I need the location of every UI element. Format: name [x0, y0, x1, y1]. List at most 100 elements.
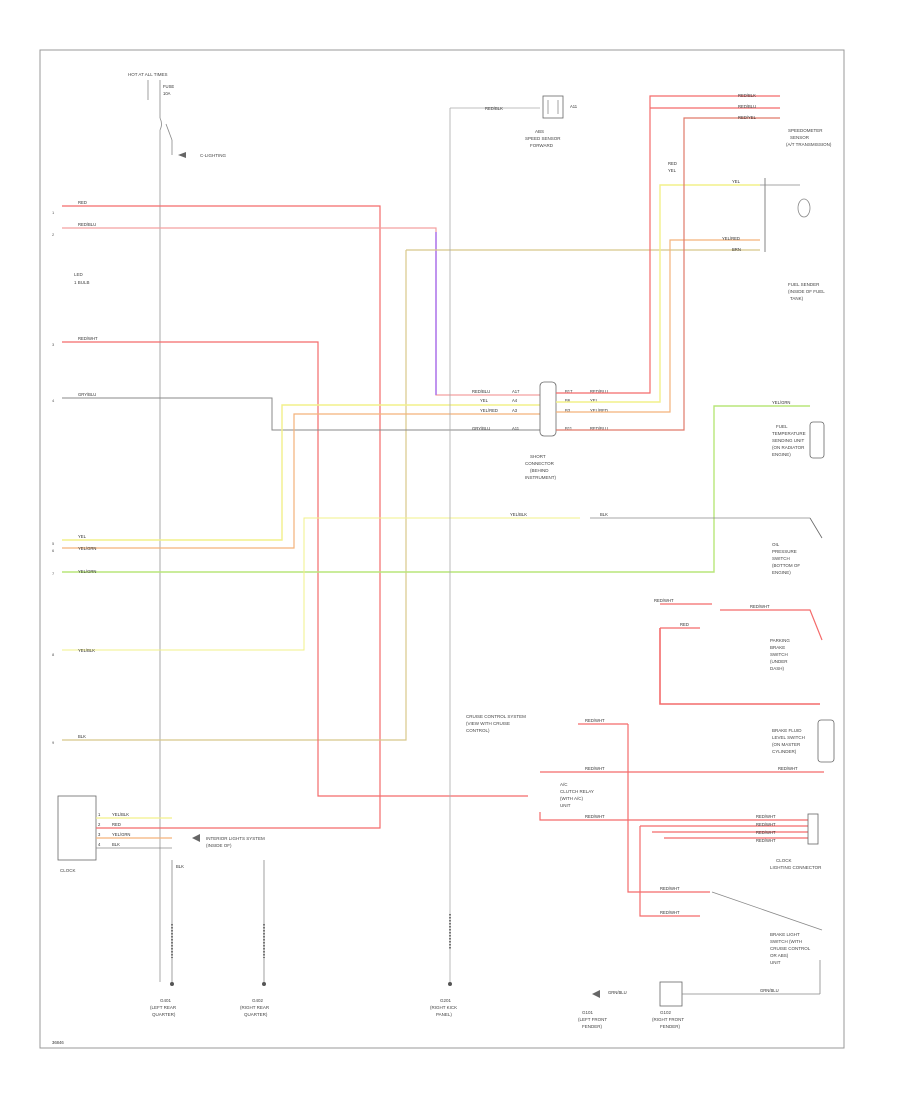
svg-text:RED/WHT: RED/WHT	[585, 718, 605, 723]
svg-text:INTERIOR LIGHTS SYSTEM: INTERIOR LIGHTS SYSTEM	[206, 836, 265, 841]
wire-red-wht	[62, 341, 528, 797]
svg-text:LEVEL SWITCH: LEVEL SWITCH	[772, 735, 805, 740]
svg-text:A11: A11	[512, 426, 520, 431]
wire-label-w18: RED/BLK	[485, 106, 503, 111]
svg-text:G402: G402	[252, 998, 264, 1003]
svg-text:3: 3	[98, 832, 101, 837]
svg-text:RED/BLU: RED/BLU	[472, 389, 490, 394]
svg-text:PRESSURE: PRESSURE	[772, 549, 797, 554]
svg-text:A17: A17	[512, 389, 520, 394]
fuel-sender: YEL YEL/RED BRN FUEL SENDER (INSIDE OF F…	[722, 178, 825, 301]
svg-text:CLOCK: CLOCK	[776, 858, 792, 863]
wire-orange-right	[556, 239, 760, 413]
wire-yel-orange	[62, 413, 540, 549]
svg-text:RED/BLU: RED/BLU	[590, 426, 608, 431]
svg-text:G201: G201	[440, 998, 452, 1003]
wire-label-w13: YEL/BLK	[510, 512, 527, 517]
svg-text:G102: G102	[660, 1010, 672, 1015]
wire-green	[62, 405, 810, 573]
svg-text:YEL/BLK: YEL/BLK	[112, 812, 129, 817]
oil-pressure-switch: FUEL TEMPERATURE SENDING UNIT (ON RADIAT…	[772, 421, 825, 459]
wire-label-w2: RED/BLU	[78, 222, 96, 227]
svg-text:G101: G101	[582, 1010, 594, 1015]
svg-text:LIGHTING CONNECTOR: LIGHTING CONNECTOR	[770, 865, 822, 870]
svg-text:3: 3	[52, 342, 55, 347]
svg-text:YEL: YEL	[480, 398, 489, 403]
svg-text:UNIT: UNIT	[770, 960, 781, 965]
svg-text:GRN/BLU: GRN/BLU	[608, 990, 627, 995]
oil-pressure-2: OIL PRESSURE SWITCH (BOTTOM OF ENGINE)	[772, 517, 823, 575]
svg-text:RED/WHT: RED/WHT	[585, 766, 605, 771]
svg-text:A4: A4	[512, 398, 518, 403]
svg-text:(RIGHT REAR: (RIGHT REAR	[240, 1005, 270, 1010]
wire-red-right-1	[556, 95, 780, 394]
svg-text:TEMPERATURE: TEMPERATURE	[772, 431, 806, 436]
wire-label-w7: YEL/GRN	[78, 569, 96, 574]
crossover-connector: RED/BLU YEL YEL/RED GRY/BLU A17 A4 A3 A1…	[472, 381, 608, 480]
connector-illum-label: C-LIGHTING	[200, 153, 227, 158]
svg-text:TANK): TANK)	[790, 296, 804, 301]
svg-text:BRN: BRN	[732, 247, 741, 252]
legend-line-2: 1 BULB	[74, 280, 90, 285]
svg-text:(WITH A/C): (WITH A/C)	[560, 796, 583, 801]
svg-text:(INSIDE OF FUEL: (INSIDE OF FUEL	[788, 289, 825, 294]
svg-text:FUEL SENDER: FUEL SENDER	[788, 282, 820, 287]
wire-label-w7b: YEL/GRN	[772, 400, 790, 405]
svg-text:(RIGHT FRONT: (RIGHT FRONT	[652, 1017, 684, 1022]
wire-red-1	[62, 205, 381, 829]
wire-tan-long	[62, 250, 407, 741]
parking-brake-switch: RED/WHT RED/WHT RED PARKING BRAKE SWITCH…	[654, 598, 823, 705]
svg-text:ENGINE): ENGINE)	[772, 570, 791, 575]
left-pin-labels: 1 2 3 4 5 6 7 8 9 LED 1 BULB	[52, 210, 90, 745]
svg-text:RED/BLK: RED/BLK	[738, 93, 756, 98]
svg-text:8: 8	[52, 652, 55, 657]
bottom-right-grounds: GRN/BLU GRN/BLU G101 (LEFT FRONT FENDER)…	[578, 960, 821, 1029]
clock-component: CLOCK YEL/BLK RED YEL/GRN BLK 1 2 3 4 IN…	[57, 795, 265, 873]
svg-text:SHORT: SHORT	[530, 454, 546, 459]
svg-text:CYLINDER): CYLINDER)	[772, 749, 797, 754]
svg-text:(INSIDE OF): (INSIDE OF)	[206, 843, 232, 848]
svg-text:DASH): DASH)	[770, 666, 785, 671]
svg-text:(RIGHT KICK: (RIGHT KICK	[430, 1005, 457, 1010]
svg-text:FORWARD: FORWARD	[530, 143, 554, 148]
wire-label-w8: YEL/BLK	[78, 648, 95, 653]
svg-text:(BOTTOM OF: (BOTTOM OF	[772, 563, 800, 568]
svg-text:PANEL): PANEL)	[436, 1012, 452, 1017]
svg-text:CLUTCH RELAY: CLUTCH RELAY	[560, 789, 594, 794]
svg-text:BLK: BLK	[176, 864, 184, 869]
svg-text:9: 9	[52, 740, 55, 745]
svg-text:2: 2	[52, 232, 55, 237]
svg-text:7: 7	[52, 571, 55, 576]
svg-text:YEL/RED: YEL/RED	[722, 236, 740, 241]
svg-text:SENSOR: SENSOR	[790, 135, 810, 140]
wire-yellow	[62, 404, 540, 541]
svg-text:A/C: A/C	[560, 782, 568, 787]
svg-text:(VIEW WITH CRUISE: (VIEW WITH CRUISE	[466, 721, 510, 726]
svg-text:RED/BLU: RED/BLU	[738, 104, 756, 109]
svg-text:1: 1	[52, 210, 55, 215]
wire-red-right-2	[556, 117, 780, 431]
svg-text:RED: RED	[112, 822, 121, 827]
svg-text:YEL/RED: YEL/RED	[590, 408, 608, 413]
svg-text:ENGINE): ENGINE)	[772, 452, 791, 457]
wire-yel-blk	[62, 517, 580, 651]
svg-text:UNIT: UNIT	[560, 803, 571, 808]
svg-text:CONNECTOR: CONNECTOR	[525, 461, 555, 466]
svg-text:B3: B3	[565, 408, 571, 413]
brake-fluid-level-switch: BRAKE FLUID LEVEL SWITCH (ON MASTER CYLI…	[772, 719, 835, 763]
cruise-control-section: CRUISE CONTROL SYSTEM (VIEW WITH CRUISE …	[466, 714, 824, 965]
wire-label-w1: RED	[78, 200, 87, 205]
svg-text:GRY/BLU: GRY/BLU	[472, 426, 490, 431]
svg-text:RED/YEL: RED/YEL	[738, 115, 757, 120]
svg-text:QUARTER): QUARTER)	[152, 1012, 176, 1017]
svg-text:OIL: OIL	[772, 542, 780, 547]
svg-text:2: 2	[98, 822, 101, 827]
svg-text:RED/WHT: RED/WHT	[756, 822, 776, 827]
svg-text:RED/WHT: RED/WHT	[750, 604, 770, 609]
wire-label-w5: YEL	[78, 534, 87, 539]
wire-label-w14: BLK	[78, 734, 86, 739]
svg-text:RED/BLU: RED/BLU	[590, 389, 608, 394]
corner-id-label: 36846	[52, 1040, 64, 1045]
svg-text:QUARTER): QUARTER)	[244, 1012, 268, 1017]
